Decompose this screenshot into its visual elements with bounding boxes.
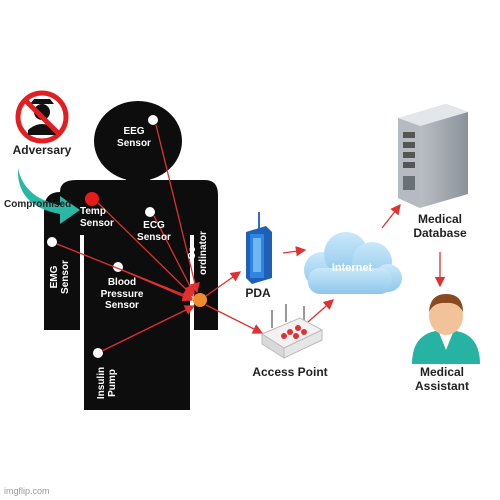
medical-assistant-icon: [412, 294, 480, 364]
medical-database-label: Medical Database: [413, 212, 467, 240]
adversary-icon: [15, 90, 69, 144]
network-links: [205, 203, 446, 334]
pda-to-internet: [282, 246, 307, 257]
eeg-link: [155, 124, 200, 294]
internet-to-database: [381, 203, 401, 229]
emg-sensor-node: [47, 237, 57, 247]
compromise-arrow: [17, 168, 80, 224]
medical-assistant-label: Medical Assistant: [414, 365, 470, 393]
temp-sensor-node: [85, 192, 99, 206]
sensor-links: [56, 124, 200, 352]
emg-sensor-label: EMG Sensor: [49, 260, 71, 294]
coordinator-to-pda: [205, 271, 242, 297]
pda-icon: [246, 212, 272, 284]
pda-label: PDA: [245, 286, 271, 300]
eeg-sensor-node: [148, 115, 158, 125]
adversary-label: Adversary: [12, 143, 72, 157]
bp-link: [121, 269, 194, 302]
temp-sensor-label: Temp Sensor: [80, 206, 114, 229]
insulin-pump-label: Insulin Pump: [96, 366, 118, 400]
ecg-sensor-node: [145, 207, 155, 217]
server-icon: [398, 104, 468, 208]
internet-label: Internet: [331, 262, 373, 274]
blood-pressure-sensor-label: Blood Pressure Sensor: [100, 277, 144, 311]
coordinator-node: [193, 293, 207, 307]
ecg-link: [153, 215, 195, 296]
watermark: imgflip.com: [4, 486, 50, 496]
coordinator-label: Co ordinator: [187, 231, 209, 275]
compromised-label: Compromised: [4, 199, 72, 210]
insulin-pump-node: [93, 348, 103, 358]
access-point-label: Access Point: [252, 365, 328, 379]
insulin-link: [101, 305, 196, 352]
access-point-to-internet: [307, 299, 334, 323]
human-body-silhouette: [44, 101, 218, 410]
eeg-sensor-label: EEG Sensor: [117, 126, 151, 149]
ecg-sensor-label: ECG Sensor: [137, 220, 171, 243]
internet-cloud-icon: [304, 232, 402, 294]
access-point-icon: [260, 304, 324, 359]
coordinator-to-access-point: [205, 304, 264, 334]
temp-link: [97, 202, 194, 297]
